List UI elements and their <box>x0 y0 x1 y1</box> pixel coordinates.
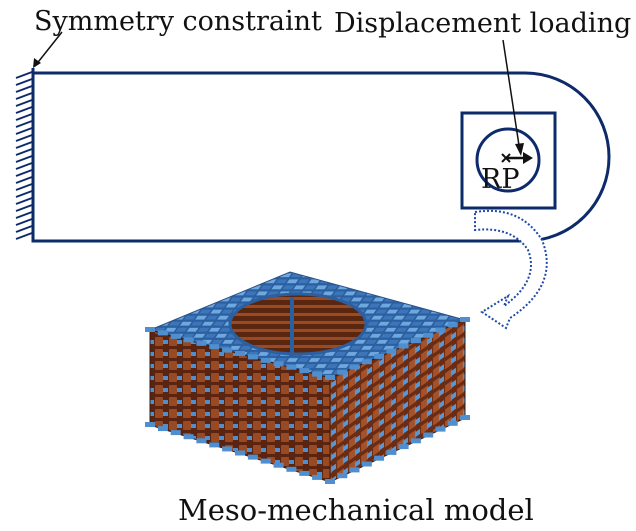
yarn-end <box>349 364 360 370</box>
yarn-end <box>157 426 168 432</box>
hatch-line <box>15 134 33 142</box>
curved-dotted-arrow-icon <box>474 209 548 330</box>
displacement-label: Displacement loading <box>334 8 631 39</box>
hatch-line <box>15 92 33 100</box>
yarn-end <box>183 434 194 440</box>
meso-model-block <box>145 271 470 484</box>
yarn-end <box>286 364 297 370</box>
hole-window <box>460 111 557 210</box>
meso-hole <box>230 294 366 354</box>
yarn-end <box>312 474 323 480</box>
yarn-end <box>235 351 245 356</box>
yarn-end <box>398 343 409 349</box>
yarn-end <box>157 330 168 336</box>
yarn-end <box>170 333 181 339</box>
yarn-end <box>183 337 194 343</box>
yarn-end <box>312 371 323 377</box>
yarn-end <box>273 462 284 468</box>
hatch-line <box>15 218 33 226</box>
yarn-end <box>374 455 385 461</box>
hatch-line <box>15 78 33 86</box>
yarn-end <box>209 442 220 448</box>
hatch-line <box>15 127 33 135</box>
load-arrow-icon <box>506 152 533 164</box>
yarn-end <box>247 354 258 360</box>
yarn-end <box>299 470 310 476</box>
meso-label: Meso-mechanical model <box>178 493 534 527</box>
yarn-end <box>325 479 335 484</box>
hole-circle <box>475 127 541 193</box>
yarn-end <box>349 467 360 473</box>
hatch-line <box>15 169 33 177</box>
yarn-end <box>423 432 434 438</box>
yarn-end <box>247 454 258 460</box>
yarn-end <box>196 438 207 444</box>
yarn-end <box>235 450 245 456</box>
hatch-line <box>15 106 33 114</box>
yarn-end <box>145 422 155 427</box>
yarn-end <box>325 375 335 380</box>
yarn-end <box>435 327 446 333</box>
symmetry-leader <box>34 31 63 67</box>
hatch-line <box>15 71 33 79</box>
yarn-end <box>222 347 233 353</box>
hatch-line <box>15 225 33 233</box>
yarn-end <box>374 353 385 359</box>
yarn-end <box>423 332 434 338</box>
yarn-end <box>222 446 233 452</box>
yarn-end <box>386 449 397 455</box>
yarn-end <box>398 444 409 450</box>
yarn-end <box>260 458 271 464</box>
yarn-end <box>361 359 372 365</box>
yarn-end <box>299 368 310 374</box>
yarn-end <box>410 438 421 444</box>
yarn-end <box>447 322 458 328</box>
hatch-line <box>15 148 33 156</box>
yarn-end <box>209 344 220 350</box>
yarn-end <box>386 348 397 354</box>
yarn-end <box>170 430 181 436</box>
yarn-end <box>460 415 470 420</box>
hatch-line <box>15 113 33 121</box>
hatch-line <box>15 232 33 240</box>
symmetry-support-icon <box>15 68 35 240</box>
yarn-end <box>447 420 458 426</box>
yarn-end <box>410 338 421 344</box>
displacement-leader <box>502 39 521 153</box>
hatch-line <box>15 183 33 191</box>
yarn-end <box>435 426 446 432</box>
yarn-end <box>337 369 348 375</box>
hatch-line <box>15 162 33 170</box>
hatch-line <box>15 197 33 205</box>
yarn-end <box>273 361 284 367</box>
yarn-end <box>286 466 297 472</box>
yarn-end <box>260 357 271 363</box>
hatch-line <box>15 120 33 128</box>
yarn-end <box>337 473 348 479</box>
hatch-line <box>15 99 33 107</box>
hatch-line <box>15 204 33 212</box>
yarn-end <box>145 327 155 332</box>
hatch-line <box>15 141 33 149</box>
yarn-end <box>460 317 470 322</box>
specimen-outline <box>31 71 611 243</box>
hatch-line <box>15 190 33 198</box>
hatch-line <box>15 211 33 219</box>
hatch-line <box>15 176 33 184</box>
yarn-end <box>196 340 207 346</box>
rp-label: RP <box>481 164 520 195</box>
yarn-end <box>361 461 372 467</box>
symmetry-label: Symmetry constraint <box>34 6 322 37</box>
hatch-line <box>15 155 33 163</box>
hatch-line <box>15 85 33 93</box>
